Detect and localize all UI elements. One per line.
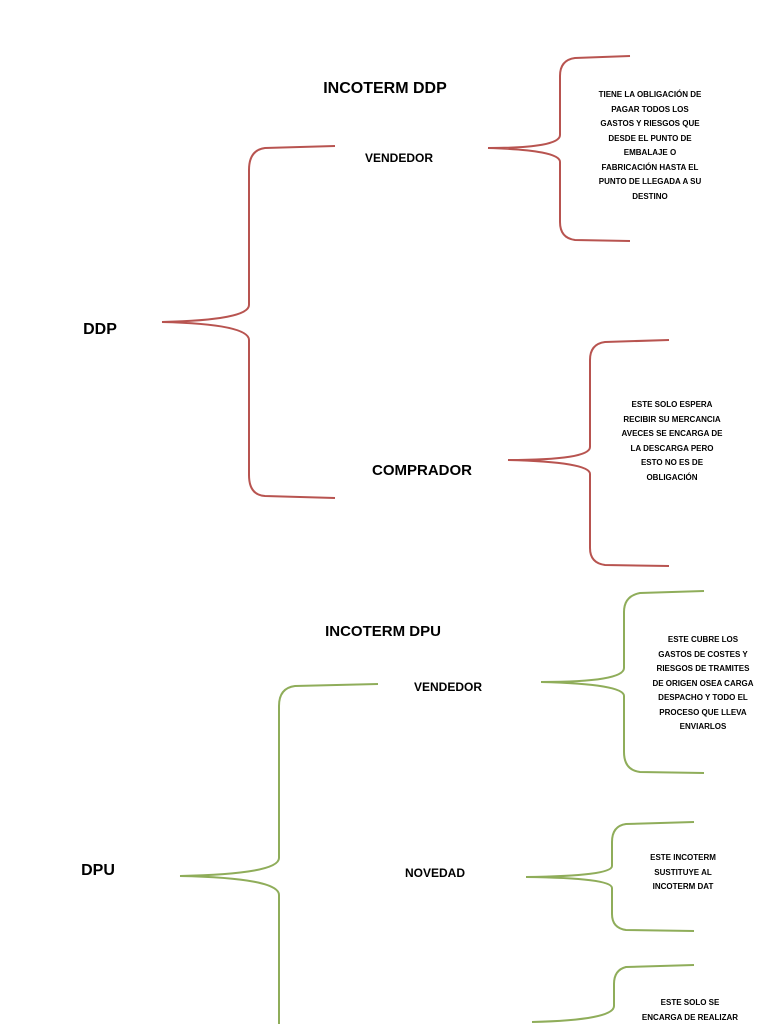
dpu-braces [180, 591, 704, 1024]
ddp-vendedor-description: TIENE LA OBLIGACIÓN DE PAGAR TODOS LOS G… [585, 88, 715, 204]
text-line: PUNTO DE LLEGADA A SU [585, 175, 715, 190]
text-line: INCOTERM DAT [628, 880, 738, 895]
text-line: DESPACHO Y TODO EL [640, 691, 766, 706]
dpu-root-label: DPU [70, 862, 126, 880]
text-line: ESTO NO ES DE [607, 456, 737, 471]
text-line: DESTINO [585, 190, 715, 205]
dpu-novedad-label: NOVEDAD [385, 866, 485, 880]
ddp-comprador-label: COMPRADOR [352, 462, 492, 479]
dpu-novedad-description: ESTE INCOTERM SUSTITUYE AL INCOTERM DAT [628, 851, 738, 895]
text-line: ESTE SOLO SE [630, 996, 750, 1011]
ddp-vendedor-label: VENDEDOR [349, 151, 449, 165]
text-line: TIENE LA OBLIGACIÓN DE [585, 88, 715, 103]
text-line: DE ORIGEN OSEA CARGA [640, 677, 766, 692]
text-line: GASTOS Y RIESGOS QUE [585, 117, 715, 132]
text-line: ENCARGA DE REALIZAR [630, 1011, 750, 1025]
text-line: ESTE SOLO ESPERA [607, 398, 737, 413]
text-line: RIESGOS DE TRAMITES [640, 662, 766, 677]
text-line: FABRICACIÓN HASTA EL [585, 161, 715, 176]
text-line: LA DESCARGA PERO [607, 442, 737, 457]
text-line: DESDE EL PUNTO DE [585, 132, 715, 147]
dpu-root-brace [180, 684, 378, 1024]
text-line: ESTE CUBRE LOS [640, 633, 766, 648]
dpu-title: INCOTERM DPU [313, 623, 453, 640]
text-line: RECIBIR SU MERCANCIA [607, 413, 737, 428]
dpu-vendedor-description: ESTE CUBRE LOS GASTOS DE COSTES Y RIESGO… [640, 633, 766, 735]
text-line: ENVIARLOS [640, 720, 766, 735]
text-line: SUSTITUYE AL [628, 866, 738, 881]
text-line: PROCESO QUE LLEVA [640, 706, 766, 721]
text-line: PAGAR TODOS LOS [585, 103, 715, 118]
ddp-title: INCOTERM DDP [315, 80, 455, 98]
ddp-root-label: DDP [72, 321, 128, 339]
ddp-root-brace [162, 146, 335, 498]
dpu-vendedor-label: VENDEDOR [398, 680, 498, 694]
text-line: ESTE INCOTERM [628, 851, 738, 866]
text-line: EMBALAJE O [585, 146, 715, 161]
text-line: AVECES SE ENCARGA DE [607, 427, 737, 442]
text-line: GASTOS DE COSTES Y [640, 648, 766, 663]
text-line: OBLIGACIÓN [607, 471, 737, 486]
ddp-comprador-description: ESTE SOLO ESPERA RECIBIR SU MERCANCIA AV… [607, 398, 737, 485]
dpu-third-description: ESTE SOLO SE ENCARGA DE REALIZAR [630, 996, 750, 1025]
